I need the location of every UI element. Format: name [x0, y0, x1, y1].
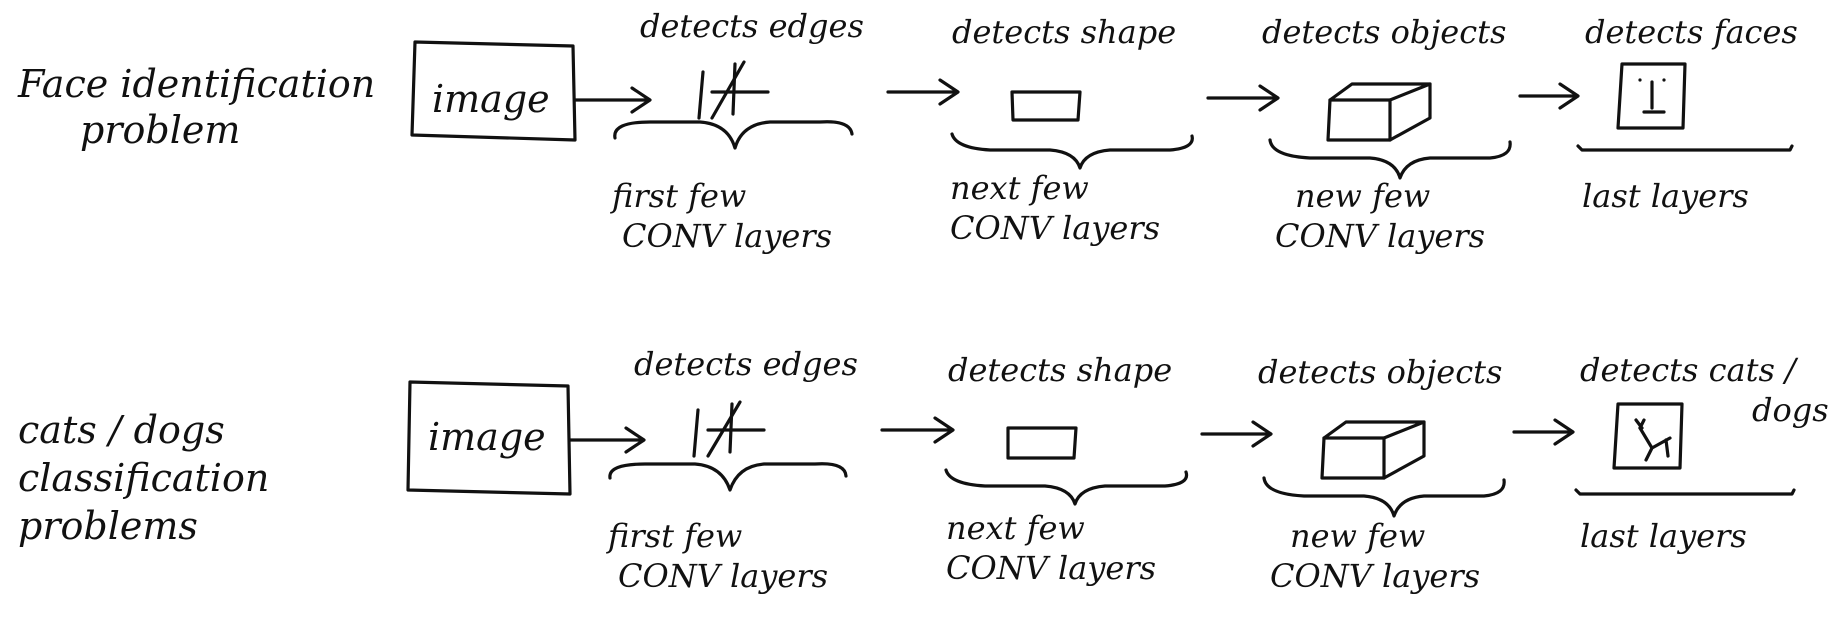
- row2-arrow-2: [880, 416, 955, 444]
- row2-brace-1: [608, 462, 848, 492]
- row1-stage4-top: detects faces: [1585, 13, 1798, 51]
- row2-cat-icon: [1612, 402, 1684, 470]
- row2-stage2-bottom: next few CONV layers: [946, 509, 1157, 587]
- row1-face-icon: [1616, 62, 1687, 130]
- row2-label-line2: classification: [18, 456, 270, 500]
- row2-arrow-1: [568, 426, 646, 454]
- row1-stage2-bottom: next few CONV layers: [950, 169, 1161, 247]
- row1-brace-1: [613, 120, 854, 150]
- row1-arrow-2: [886, 78, 960, 106]
- row2-stage2-top: detects shape: [948, 351, 1173, 389]
- row1-stage4-bottom: last layers: [1582, 177, 1749, 215]
- row1-rectangle-icon: [1010, 90, 1082, 122]
- row1-image-label: image: [432, 77, 550, 121]
- row1-arrow-3: [1206, 84, 1280, 112]
- row1-arrow-1: [573, 86, 652, 114]
- row2-stage1-bottom: first few CONV layers: [608, 517, 829, 595]
- row1-stage1-top: detects edges: [640, 7, 864, 45]
- row1-box-icon: [1326, 82, 1432, 142]
- row2-image-box: [406, 380, 572, 496]
- row2-stage3-bottom: new few CONV layers: [1270, 517, 1481, 595]
- row1-brace-3: [1268, 138, 1512, 180]
- row1-arrow-4: [1518, 82, 1580, 110]
- row2-brace-3: [1262, 476, 1506, 518]
- row2-stage3-top: detects objects: [1258, 353, 1503, 391]
- row2-stage4-top-line2: dogs: [1752, 391, 1829, 429]
- row2-label-line1: cats / dogs: [18, 408, 225, 452]
- row2-stage4-bottom: last layers: [1580, 517, 1747, 555]
- row2-label-line3: problems: [18, 504, 198, 548]
- row1-stage3-top: detects objects: [1262, 13, 1507, 51]
- row1-stage3-bottom: new few CONV layers: [1275, 177, 1486, 255]
- row2-arrow-4: [1512, 418, 1575, 446]
- row1-underline-4: [1576, 144, 1794, 152]
- row1-brace-2: [950, 132, 1194, 170]
- row2-rectangle-icon: [1006, 426, 1078, 460]
- row2-box-icon: [1320, 420, 1426, 480]
- row2-arrow-3: [1200, 420, 1273, 448]
- row1-label-line2: problem: [80, 108, 241, 152]
- row1-edges-icon: [697, 60, 770, 120]
- row1-stage1-bottom: first few CONV layers: [612, 177, 833, 255]
- row2-stage1-top: detects edges: [634, 345, 858, 383]
- row1-label-line1: Face identification: [18, 62, 376, 106]
- row2-stage4-top: detects cats /: [1580, 351, 1796, 389]
- row1-stage2-top: detects shape: [952, 13, 1177, 51]
- row2-underline-4: [1574, 488, 1796, 496]
- row2-edges-icon: [692, 400, 766, 458]
- row1-image-box: [410, 40, 577, 142]
- row2-brace-2: [944, 468, 1189, 506]
- row2-image-label: image: [428, 415, 546, 459]
